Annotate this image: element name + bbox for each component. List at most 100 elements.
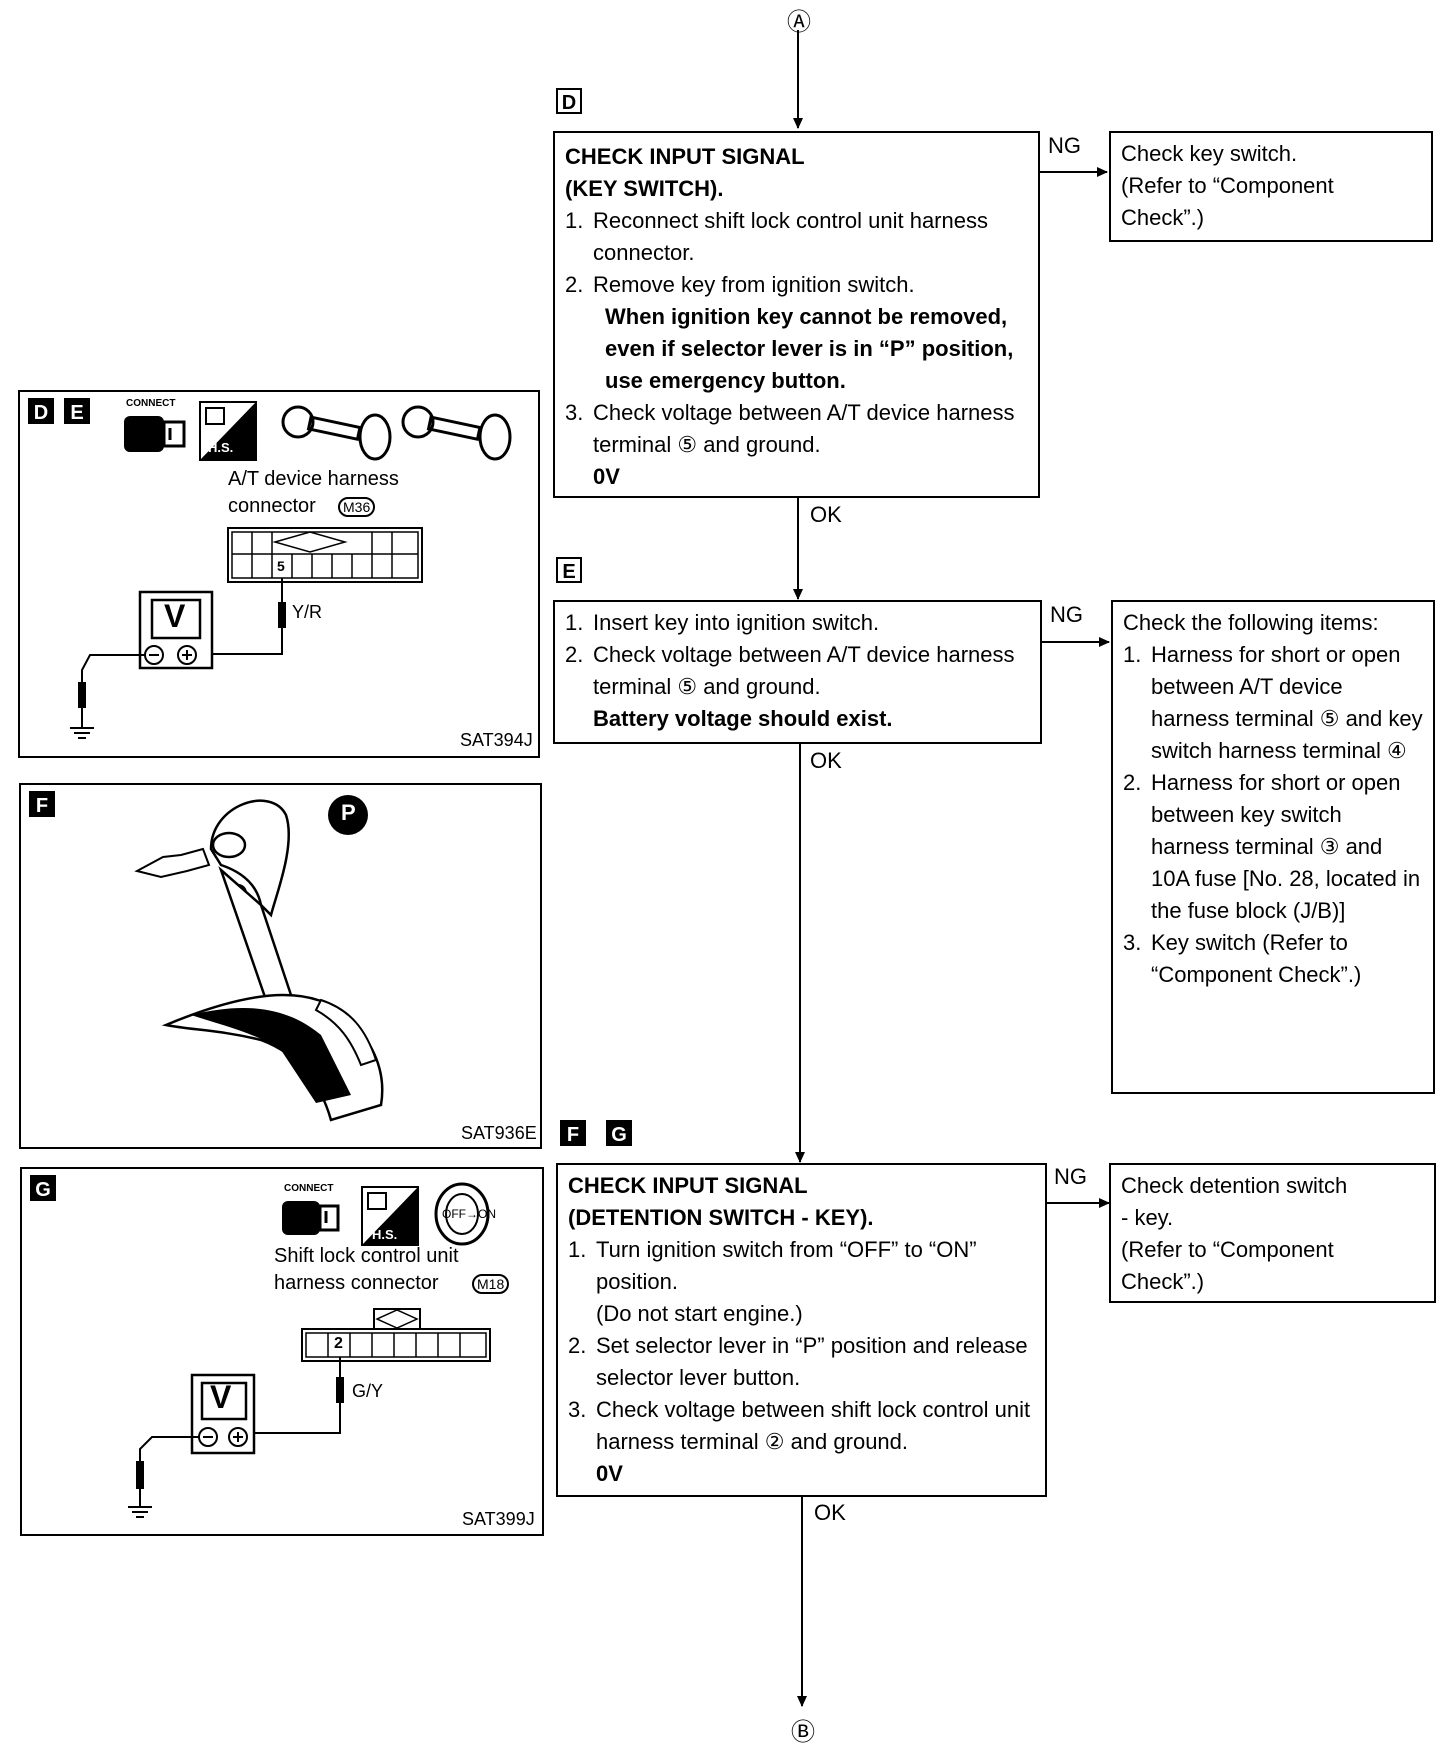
step-e-ok-label: OK <box>810 748 842 773</box>
step-num: 2. <box>565 272 584 297</box>
figure-f-drawing <box>134 795 384 1122</box>
step-fg-title-2: (DETENTION SWITCH - KEY). <box>568 1205 874 1230</box>
shift-gate-icon <box>161 993 384 1122</box>
step-fg-title-1: CHECK INPUT SIGNAL <box>568 1173 808 1198</box>
ng-num: 3. <box>1123 930 1142 955</box>
step-tag-f: F <box>560 1120 586 1146</box>
g-figure-code: SAT399J <box>462 1509 535 1529</box>
ground-lead <box>128 1436 200 1518</box>
connector-b: Ⓑ <box>791 1719 815 1746</box>
ng-num: 1. <box>1123 642 1142 667</box>
step-d-expected: 0V <box>593 464 620 489</box>
key-icon-1 <box>281 405 392 461</box>
g-label-2: harness connector <box>274 1272 439 1294</box>
connector-block <box>227 527 423 583</box>
step-num: 1. <box>565 610 584 635</box>
step-fg-expected: 0V <box>596 1461 623 1486</box>
figure-tag-g2: G <box>30 1175 56 1201</box>
ng-item-2: Harness for short or open between key sw… <box>1151 770 1421 923</box>
g-connector-id: M18 <box>472 1274 510 1294</box>
connect-icon <box>282 1201 340 1235</box>
figure-de-drawing <box>70 401 512 739</box>
step-d-line-3: Check voltage between A/T device harness… <box>593 400 1015 457</box>
connector-a: Ⓐ <box>787 9 811 36</box>
key-icon-2 <box>401 405 512 461</box>
connect-label-g: CONNECT <box>284 1183 334 1194</box>
hs-icon <box>199 401 257 461</box>
step-d-ok-label: OK <box>810 502 842 527</box>
de-hs-label: H.S. <box>208 440 234 455</box>
step-fg-line-1: Turn ignition switch from “OFF” to “ON” … <box>596 1237 977 1294</box>
de-pin-number: 5 <box>277 558 285 574</box>
g-meter-label: V <box>210 1379 232 1415</box>
ground-lead <box>70 654 146 739</box>
f-figure-code: SAT936E <box>461 1123 537 1143</box>
step-e-line-1: Insert key into ignition switch. <box>593 610 880 635</box>
probe-wire <box>205 578 286 655</box>
connect-label: CONNECT <box>126 398 176 409</box>
connector-block <box>301 1308 491 1362</box>
step-fg-note: (Do not start engine.) <box>596 1301 803 1326</box>
figure-tag-f: F <box>29 791 55 817</box>
step-d-ng-label: NG <box>1048 133 1081 158</box>
voltmeter-icon <box>138 590 214 670</box>
figure-g: G CONNECT <box>20 1167 544 1536</box>
ignition-switch-icon <box>434 1182 490 1246</box>
g-wire-color: G/Y <box>352 1381 384 1401</box>
step-e-expected: Battery voltage should exist. <box>593 706 893 731</box>
figure-de: D E CONNECT <box>18 390 540 758</box>
p-badge-icon <box>328 795 368 835</box>
figure-tag-e: E <box>64 398 90 424</box>
step-num: 2. <box>568 1333 587 1358</box>
figure-tag-d: D <box>28 398 54 424</box>
step-d-line-2: Remove key from ignition switch. <box>593 272 915 297</box>
ng-line: Check key switch. <box>1121 141 1298 166</box>
ng-item-1: Harness for short or open between A/T de… <box>1151 642 1423 763</box>
voltmeter-icon <box>190 1373 256 1455</box>
connect-icon <box>124 416 186 452</box>
step-fg-ng-box: Check detention switch - key. (Refer to … <box>1109 1163 1436 1303</box>
step-d-title-2: (KEY SWITCH). <box>565 176 724 201</box>
de-label-2: connector <box>228 495 316 517</box>
step-tag-g: G <box>606 1120 632 1146</box>
p-label: P <box>341 800 356 825</box>
step-num: 1. <box>568 1237 587 1262</box>
ng-num: 2. <box>1123 770 1142 795</box>
de-figure-code: SAT394J <box>460 730 533 750</box>
step-fg-box: CHECK INPUT SIGNAL (DETENTION SWITCH - K… <box>556 1163 1047 1497</box>
figure-g-drawing <box>128 1182 491 1518</box>
step-d-title-1: CHECK INPUT SIGNAL <box>565 144 805 169</box>
de-connector-id: M36 <box>338 497 376 517</box>
ng-line: (Refer to “Component <box>1121 1237 1334 1262</box>
ng-line: (Refer to “Component <box>1121 173 1334 198</box>
step-tag-d: D <box>556 88 582 114</box>
ng-line: Check”.) <box>1121 205 1205 230</box>
g-label-1: Shift lock control unit <box>274 1245 459 1267</box>
figure-f: F P SAT936E <box>19 783 542 1149</box>
hs-icon <box>361 1186 419 1246</box>
g-pin-number: 2 <box>334 1335 343 1352</box>
step-num: 3. <box>565 400 584 425</box>
step-tag-e: E <box>556 557 582 583</box>
g-hs-label: H.S. <box>372 1227 398 1242</box>
step-e-box: 1. Insert key into ignition switch. 2. Che… <box>553 600 1042 744</box>
step-fg-ng-label: NG <box>1054 1164 1087 1189</box>
step-fg-ok-label: OK <box>814 1500 846 1525</box>
step-e-line-2: Check voltage between A/T device harness… <box>593 642 1015 699</box>
step-d-warning: When ignition key cannot be removed, eve… <box>605 304 1014 393</box>
de-wire-color: Y/R <box>292 602 323 622</box>
step-num: 1. <box>565 208 584 233</box>
ng-line: Check”.) <box>1121 1269 1205 1294</box>
step-fg-line-2: Set selector lever in “P” position and r… <box>596 1333 1028 1390</box>
step-e-ng-box: Check the following items: 1.Harness for… <box>1111 600 1435 1094</box>
ng-line: Check detention switch <box>1121 1173 1348 1198</box>
de-label-1: A/T device harness <box>228 468 399 490</box>
step-num: 2. <box>565 642 584 667</box>
g-off-on-label: OFF→ON <box>442 1207 496 1221</box>
step-d-line-1: Reconnect shift lock control unit harnes… <box>593 208 988 265</box>
probe-wire <box>248 1357 344 1434</box>
push-arrow-icon <box>134 847 211 879</box>
step-e-ng-label: NG <box>1050 602 1083 627</box>
ng-item-3: Key switch (Refer to “Component Check”.) <box>1151 930 1362 987</box>
